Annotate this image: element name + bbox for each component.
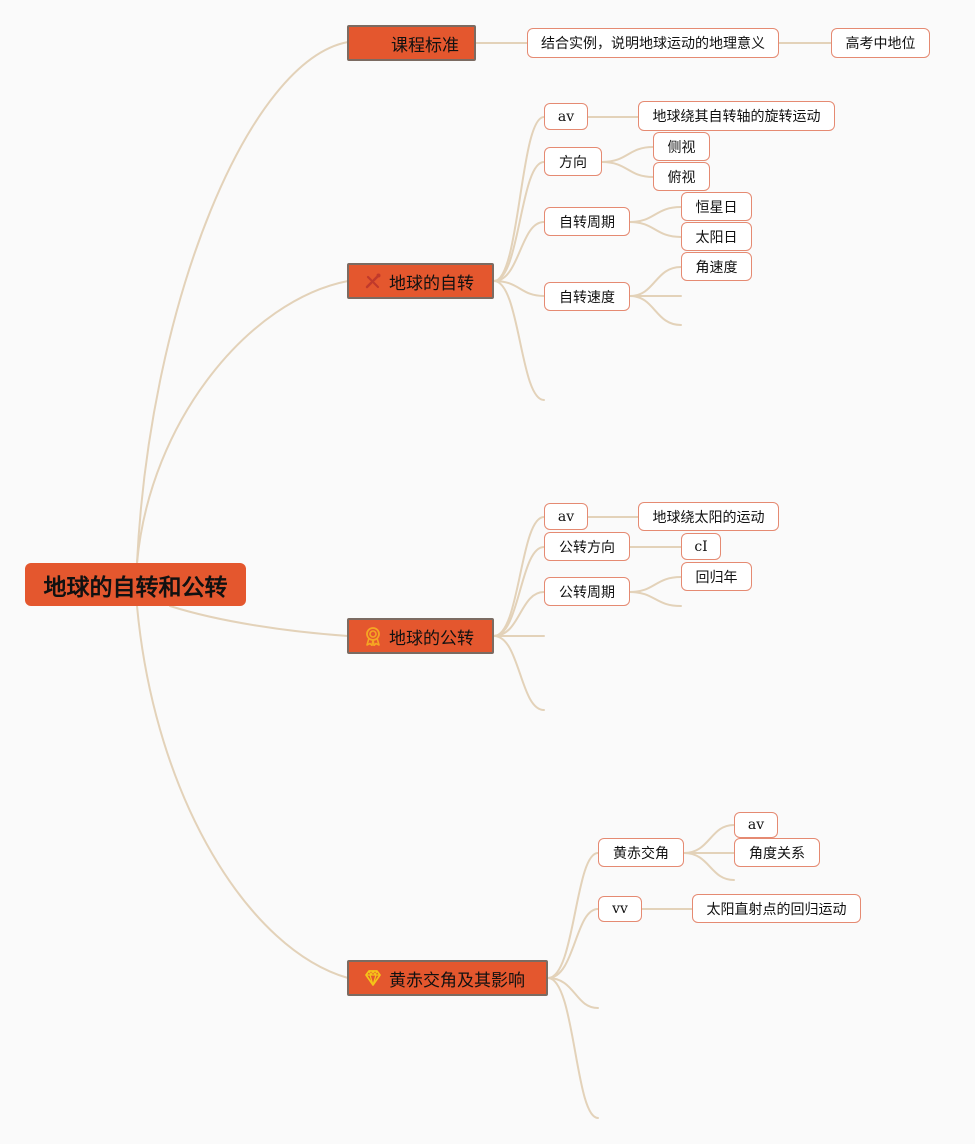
leaf-revolution-definition[interactable]: 地球绕太阳的运动 [638, 502, 779, 531]
topic-course-standard-label: 课程标准 [391, 35, 459, 56]
leaf-revolution-direction-value[interactable]: cI [681, 533, 721, 560]
leaf-solar-day[interactable]: 太阳日 [681, 222, 752, 251]
award-badge-icon [363, 626, 383, 646]
diamond-icon [363, 968, 383, 988]
leaf-rotation-direction[interactable]: 方向 [544, 147, 602, 176]
topic-course-standard[interactable]: 课程标准 [347, 25, 476, 61]
leaf-rotation-period[interactable]: 自转周期 [544, 207, 630, 236]
connector-root-obliquity [136, 605, 349, 979]
leaf-angular-speed[interactable]: 角速度 [681, 252, 752, 281]
root-node[interactable]: 地球的自转和公转 [25, 563, 246, 606]
topic-obliquity-label: 黄赤交角及其影响 [389, 970, 525, 991]
leaf-rotation-definition[interactable]: 地球绕其自转轴的旋转运动 [638, 101, 835, 131]
leaf-obliquity[interactable]: 黄赤交角 [598, 838, 684, 867]
leaf-side-view[interactable]: 侧视 [653, 132, 710, 161]
topic-earth-revolution-label: 地球的公转 [389, 628, 474, 649]
leaf-sidereal-day[interactable]: 恒星日 [681, 192, 752, 221]
connector-root-standard [136, 41, 349, 564]
leaf-tropical-year[interactable]: 回归年 [681, 562, 752, 591]
leaf-obliquity-av[interactable]: av [734, 812, 778, 838]
leaf-exam-status[interactable]: 高考中地位 [831, 28, 930, 58]
leaf-rotation-speed[interactable]: 自转速度 [544, 282, 630, 311]
topic-earth-revolution[interactable]: 地球的公转 [347, 618, 494, 654]
leaf-rotation-av[interactable]: av [544, 103, 588, 130]
leaf-standard-requirement[interactable]: 结合实例，说明地球运动的地理意义 [527, 28, 779, 58]
connector-root-revolution [169, 605, 349, 637]
leaf-revolution-direction[interactable]: 公转方向 [544, 532, 630, 561]
leaf-revolution-av[interactable]: av [544, 503, 588, 530]
connector-root-rotation [136, 280, 349, 564]
leaf-obliquity-vv[interactable]: vv [598, 896, 642, 922]
topic-obliquity[interactable]: 黄赤交角及其影响 [347, 960, 548, 996]
topic-earth-rotation[interactable]: 地球的自转 [347, 263, 494, 299]
leaf-angle-relation[interactable]: 角度关系 [734, 838, 820, 867]
topic-earth-rotation-label: 地球的自转 [389, 273, 474, 294]
tools-icon [363, 271, 383, 291]
root-label: 地球的自转和公转 [43, 574, 228, 601]
leaf-revolution-period[interactable]: 公转周期 [544, 577, 630, 606]
leaf-top-view[interactable]: 俯视 [653, 162, 710, 191]
leaf-subsolar-motion[interactable]: 太阳直射点的回归运动 [692, 894, 861, 923]
